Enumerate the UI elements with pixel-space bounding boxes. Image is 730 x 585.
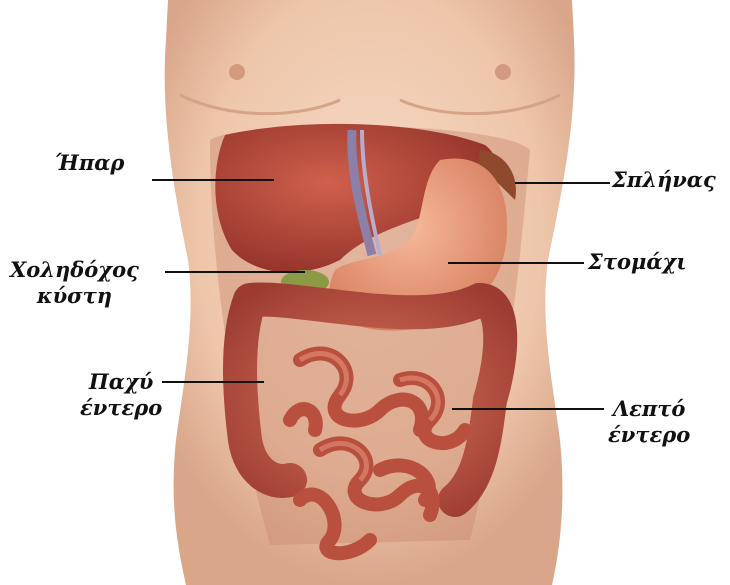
left-nipple	[229, 64, 245, 80]
label-large-intestine: Παχύ έντερο	[80, 369, 162, 421]
label-liver: Ήπαρ	[55, 150, 124, 176]
label-spleen: Σπλήνας	[612, 167, 716, 193]
label-small-intestine: Λεπτό έντερο	[608, 396, 690, 448]
label-gallbladder: Χοληδόχος κύστη	[10, 257, 139, 309]
label-stomach: Στομάχι	[588, 249, 687, 275]
right-nipple	[495, 64, 511, 80]
